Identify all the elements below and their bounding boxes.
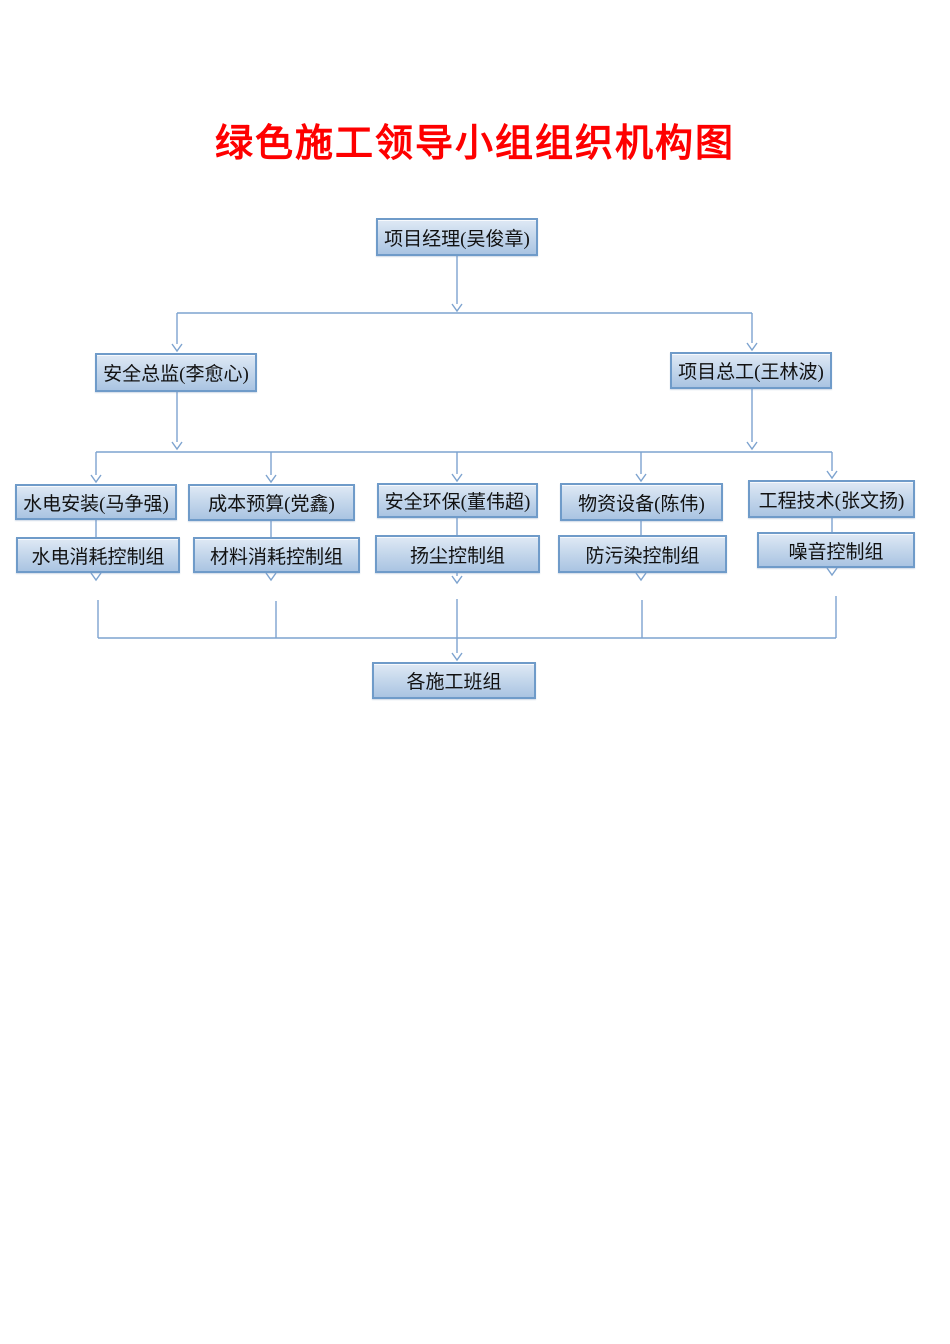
page-title: 绿色施工领导小组组织机构图 [214, 123, 735, 165]
connector-lines [90, 256, 838, 662]
node-material-control-group: 材料消耗控制组 [193, 537, 360, 573]
node-construction-teams: 各施工班组 [372, 662, 536, 699]
node-cost-budget: 成本预算(党鑫) [188, 484, 355, 521]
node-pollution-control-group: 防污染控制组 [558, 535, 727, 573]
node-materials-equipment: 物资设备(陈伟) [560, 483, 723, 521]
node-project-manager: 项目经理(吴俊章) [376, 218, 538, 256]
arrow-down-icon [90, 474, 102, 484]
arrow-down-icon [265, 474, 277, 484]
arrow-down-icon [746, 342, 758, 352]
arrow-down-icon [90, 572, 102, 582]
node-water-power-control-group: 水电消耗控制组 [16, 537, 180, 573]
arrow-down-icon [451, 303, 463, 313]
arrow-down-icon [635, 473, 647, 483]
arrow-down-icon [171, 441, 183, 451]
node-safety-environment: 安全环保(董伟超) [377, 483, 538, 518]
node-noise-control-group: 噪音控制组 [757, 532, 915, 568]
node-dust-control-group: 扬尘控制组 [375, 535, 540, 573]
arrow-down-icon [171, 343, 183, 353]
arrow-down-icon [265, 572, 277, 582]
node-engineering-technology: 工程技术(张文扬) [748, 480, 915, 518]
node-safety-director: 安全总监(李愈心) [95, 353, 257, 392]
arrow-down-icon [746, 441, 758, 451]
node-hydropower-install: 水电安装(马争强) [15, 484, 177, 520]
arrow-down-icon [826, 567, 838, 577]
arrow-down-icon [451, 473, 463, 483]
arrow-down-icon [635, 572, 647, 582]
arrow-down-icon [826, 470, 838, 480]
arrow-down-icon [451, 652, 463, 662]
node-chief-engineer: 项目总工(王林波) [670, 352, 832, 389]
arrow-down-icon [451, 575, 463, 585]
